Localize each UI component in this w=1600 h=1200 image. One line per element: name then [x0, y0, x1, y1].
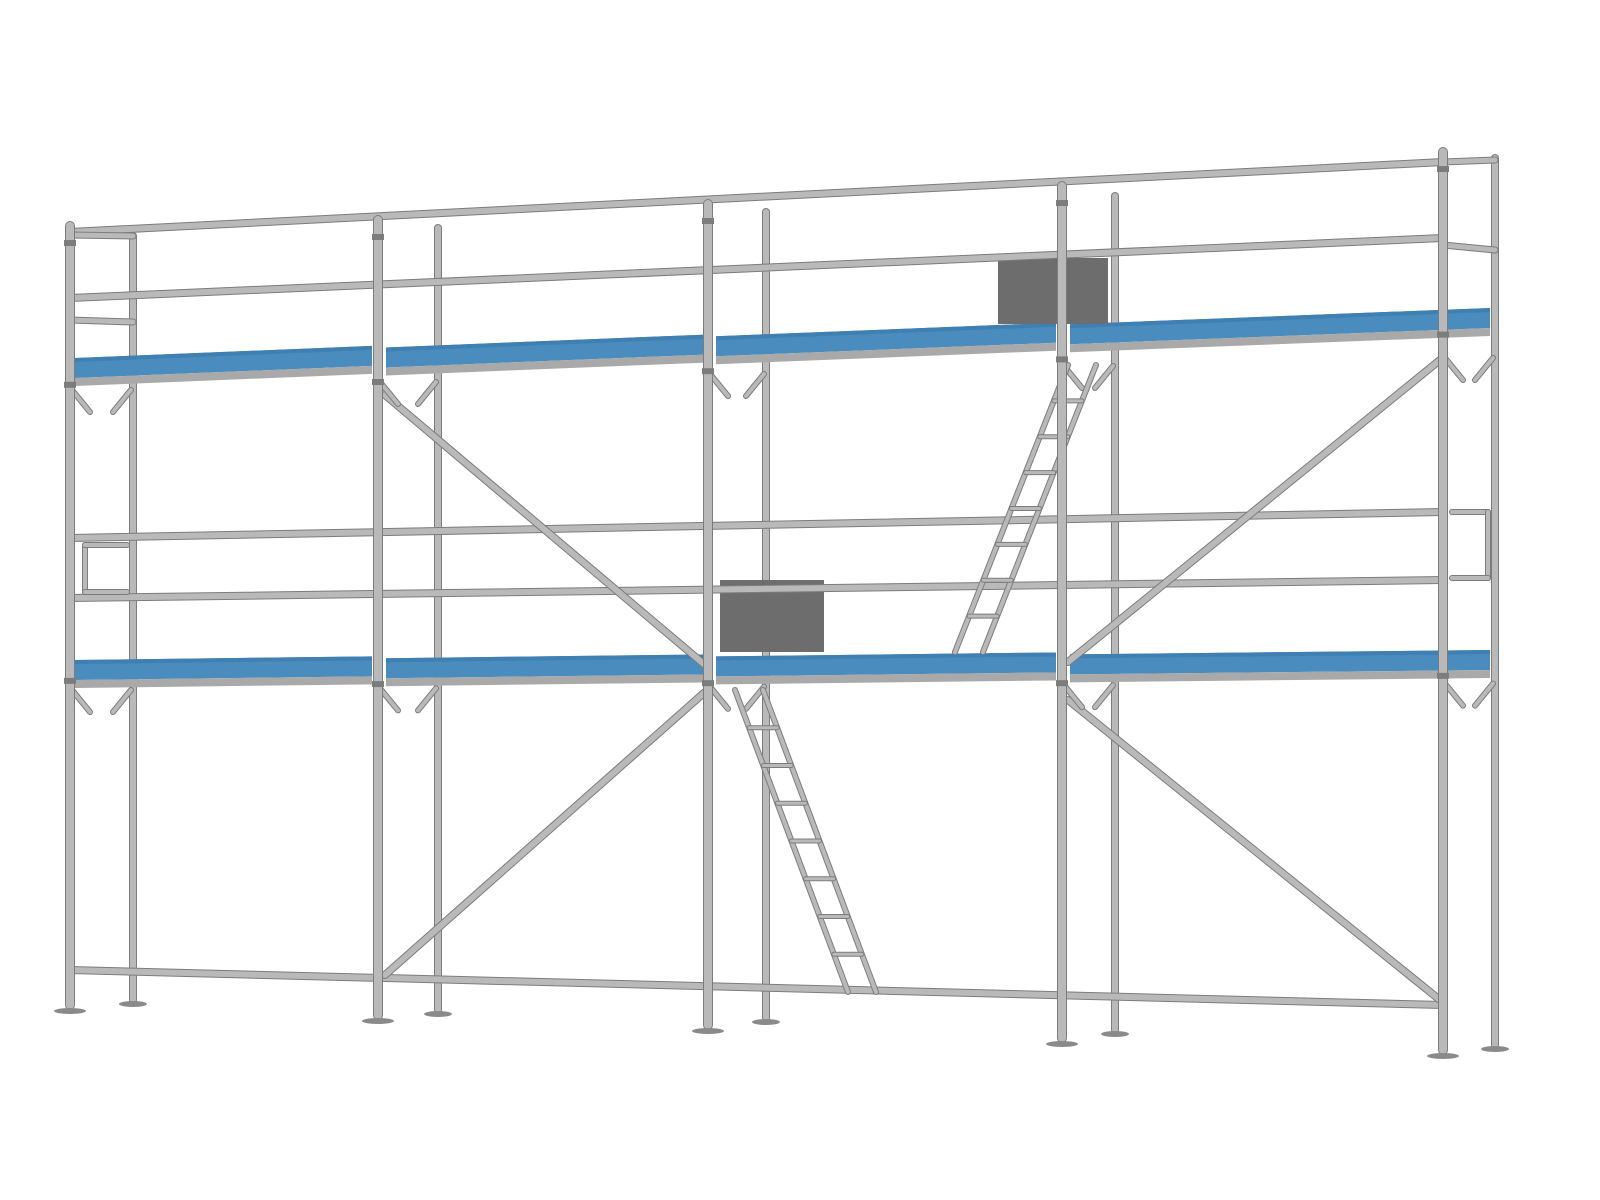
lower-deck-plank-top — [386, 654, 703, 663]
lower-deck-plank-frame — [386, 674, 703, 687]
diagonal-brace — [1065, 357, 1443, 665]
base-plate — [362, 1018, 394, 1024]
coupler — [702, 218, 714, 224]
base-plate — [1046, 1041, 1078, 1047]
coupler — [702, 680, 714, 687]
upper-deck-plank-top — [1070, 308, 1490, 329]
upper-deck-plank-frame — [75, 365, 372, 386]
coupler — [372, 379, 384, 385]
upper-deck-plank-frame — [716, 342, 1056, 365]
mid-knee-guardrail — [67, 577, 1446, 601]
base-plate — [54, 1008, 86, 1014]
frame-gusset — [111, 388, 133, 414]
coupler — [64, 677, 76, 684]
lower-deck-plank-top — [716, 652, 1056, 661]
end-rail — [67, 317, 136, 325]
end-rail — [1440, 242, 1498, 253]
deck-layer — [75, 258, 1490, 688]
toeboard-plate — [998, 258, 1108, 324]
coupler — [1056, 200, 1068, 206]
knee-guardrail — [67, 235, 1446, 301]
mid-guardrail — [67, 509, 1446, 541]
base-plate — [692, 1028, 724, 1034]
diagonal-brace — [1065, 697, 1443, 1003]
coupler — [1437, 331, 1449, 338]
base-ledger — [67, 967, 1446, 1008]
coupler — [372, 681, 384, 688]
end-rail — [1440, 157, 1498, 165]
lower-deck-plank-frame — [716, 672, 1056, 685]
base-plate — [752, 1019, 780, 1025]
upper-deck-plank — [75, 345, 372, 378]
diagonal-brace — [382, 392, 708, 668]
coupler — [372, 234, 384, 240]
frame-gusset — [111, 688, 133, 714]
coupler — [64, 240, 76, 246]
front-frame-layer — [54, 147, 1499, 1059]
base-plate — [1481, 1046, 1509, 1052]
upper-deck-plank-top — [386, 334, 703, 352]
end-rail — [67, 232, 136, 239]
upper-deck-plank-frame — [1070, 328, 1490, 353]
upper-deck-plank-frame — [386, 354, 703, 376]
lower-deck-plank-top — [1070, 650, 1490, 659]
coupler — [1056, 356, 1068, 363]
upper-deck-plank-top — [75, 345, 372, 362]
upper-deck-plank — [386, 334, 703, 368]
frame-gusset — [1093, 364, 1115, 390]
coupler — [1437, 672, 1449, 679]
frame-gusset — [1473, 681, 1495, 708]
frame-gusset — [744, 372, 766, 398]
base-plate — [1101, 1031, 1129, 1037]
coupler — [64, 381, 76, 388]
diagonal-brace — [382, 689, 708, 978]
coupler — [1437, 166, 1449, 172]
upper-deck-plank — [1070, 308, 1490, 345]
frame-gusset — [1093, 683, 1115, 710]
frame-gusset — [416, 686, 438, 713]
top-guardrail — [67, 159, 1446, 235]
upper-deck-plank-top — [716, 322, 1056, 341]
frame-gusset — [416, 380, 438, 406]
frame-gusset — [1473, 356, 1495, 382]
base-plate — [119, 1001, 147, 1007]
coupler — [1056, 680, 1068, 687]
lower-deck-plank-frame — [1070, 670, 1490, 683]
lower-deck-plank-frame — [75, 676, 372, 688]
upper-deck-plank — [716, 322, 1056, 357]
coupler — [702, 368, 714, 375]
base-plate — [1427, 1053, 1459, 1059]
base-plate — [424, 1011, 452, 1017]
lower-deck-plank-top — [75, 656, 372, 664]
